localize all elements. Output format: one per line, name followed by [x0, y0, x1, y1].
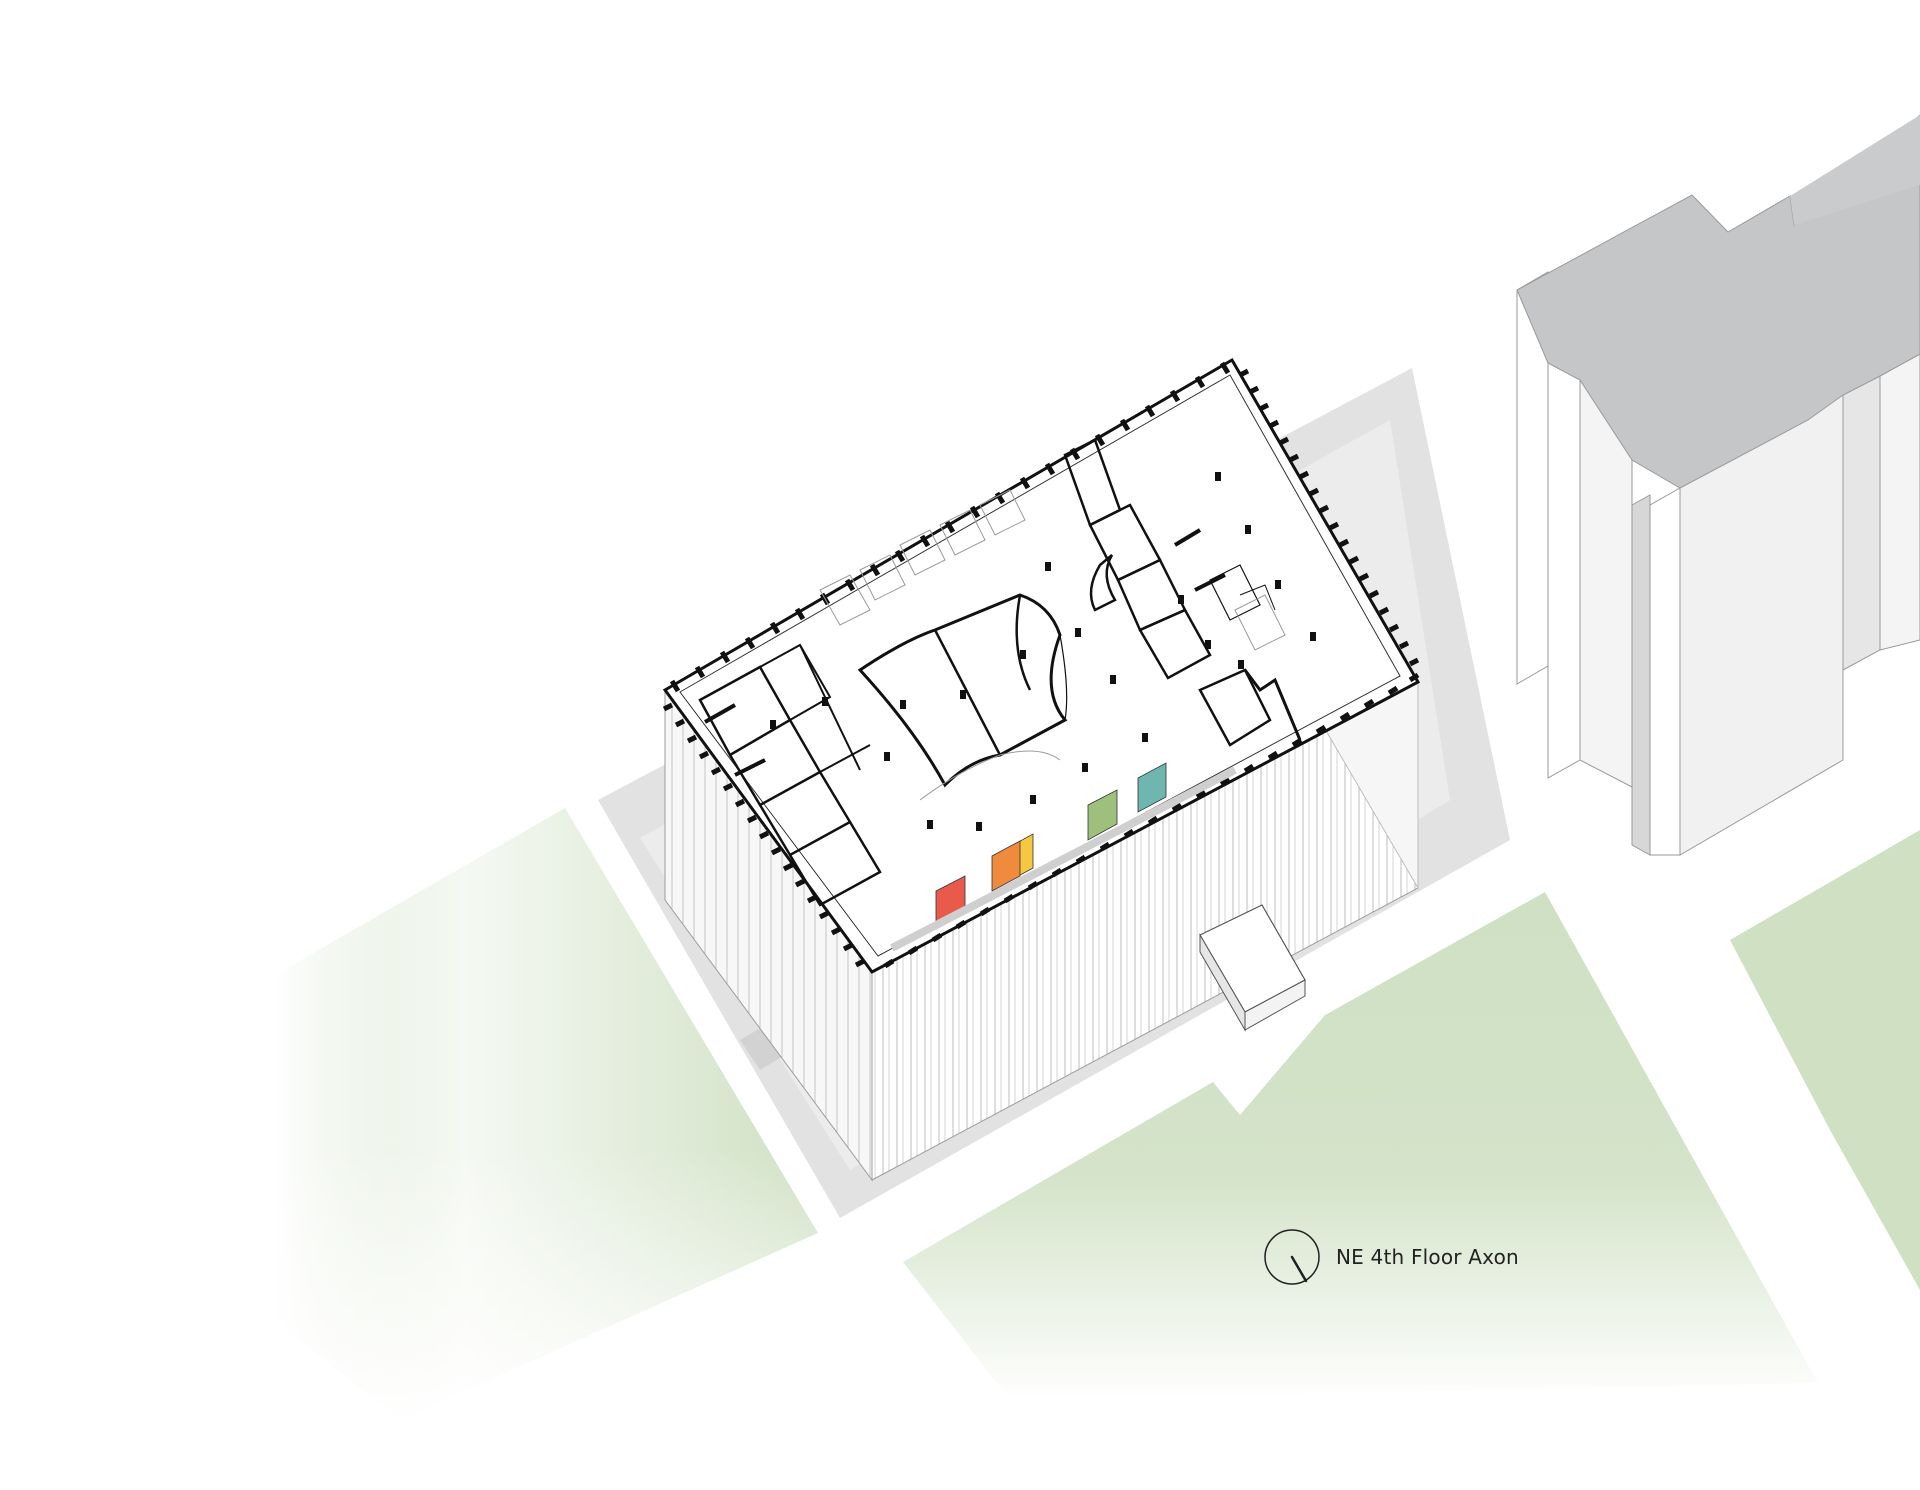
- north-arrow-icon: [1264, 1229, 1320, 1285]
- meeting-room-orange: [991, 840, 1021, 892]
- caption: NE 4th Floor Axon: [1262, 1227, 1519, 1287]
- neighbor-building: [1516, 114, 1920, 856]
- meeting-rooms: [935, 762, 1167, 927]
- perimeter-mullions: [662, 361, 1420, 969]
- green-space-south: [903, 892, 1818, 1400]
- floor-edge-band: [890, 766, 1237, 952]
- interior-walls: [698, 438, 1302, 907]
- interior-furniture: [819, 489, 1286, 801]
- meeting-room-teal: [1137, 762, 1167, 813]
- structural-columns: [770, 472, 1316, 831]
- meeting-room-green: [1087, 789, 1118, 841]
- drawing-title: NE 4th Floor Axon: [1336, 1245, 1519, 1269]
- entry-canopy: [1199, 904, 1306, 1032]
- green-space-west: [260, 800, 830, 1430]
- green-space-east: [1730, 830, 1920, 1290]
